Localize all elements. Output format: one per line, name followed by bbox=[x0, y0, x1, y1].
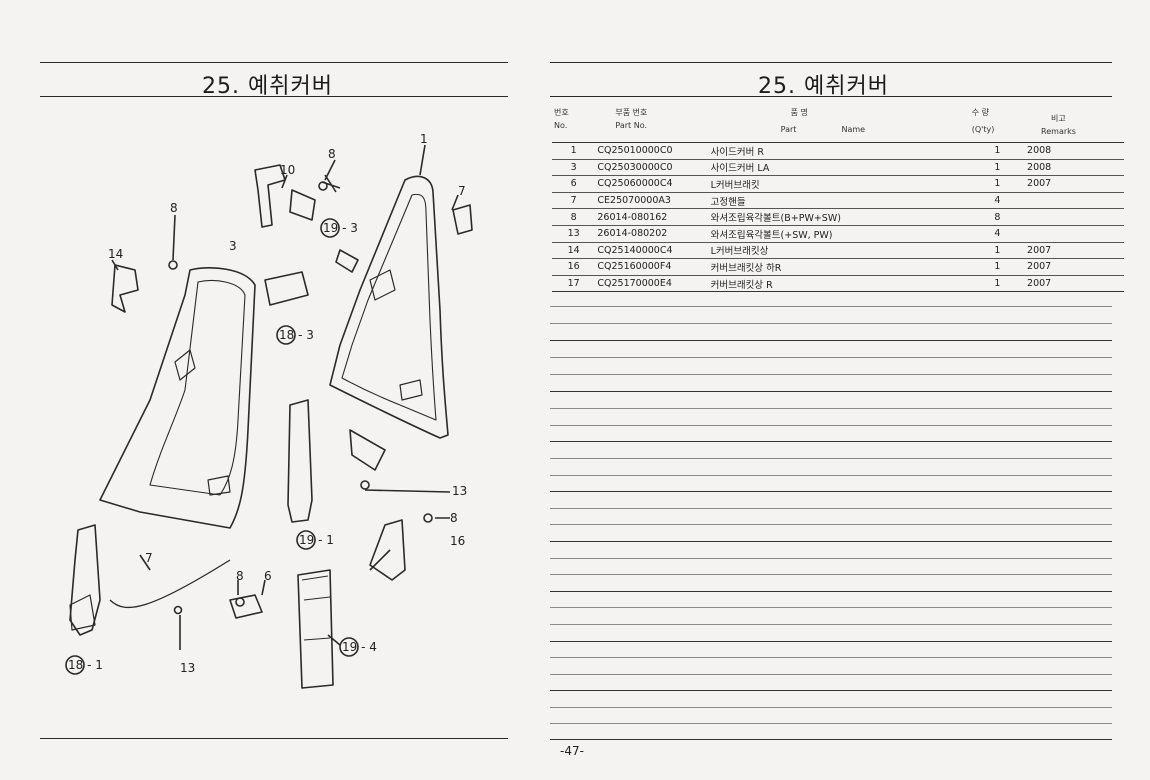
callout-6: 6 bbox=[264, 569, 272, 583]
callout-19-1: 19 - 1 bbox=[299, 533, 334, 547]
exploded-parts-diagram: 1 3 7 8 8 10 14 19 - 3 18 - 3 13 8 16 19… bbox=[40, 100, 510, 720]
header-remarks: 비고 Remarks bbox=[1025, 104, 1124, 143]
page-number: -47- bbox=[560, 744, 584, 758]
parts-table-header: 번호 No. 부품 번호 Part No. 품 명 Part Name 수 bbox=[552, 104, 1124, 143]
diagram-drawing: 1 3 7 8 8 10 14 19 - 3 18 - 3 13 8 16 19… bbox=[65, 132, 473, 689]
table-row: 16 CQ25160000F4 커버브래킷상 하R 1 2007 bbox=[552, 258, 1124, 276]
callout-8-left: 8 bbox=[170, 201, 178, 215]
header-qty: 수 량 (Q'ty) bbox=[969, 104, 1026, 143]
table-row: 8 26014-080162 와셔조립육각볼트(B+PW+SW) 8 bbox=[552, 208, 1124, 226]
table-row: 7 CE25070000A3 고정핸들 4 bbox=[552, 192, 1124, 210]
callout-13-lower: 13 bbox=[180, 661, 195, 675]
table-row: 17 CQ25170000E4 커버브래킷상 R 1 2007 bbox=[552, 275, 1124, 293]
bracket-18-1 bbox=[69, 524, 101, 636]
title-rule-top bbox=[40, 62, 508, 63]
header-no: 번호 No. bbox=[552, 104, 596, 143]
callout-8-lower: 8 bbox=[236, 569, 244, 583]
callout-7-upper: 7 bbox=[458, 184, 466, 198]
callout-10: 10 bbox=[280, 163, 295, 177]
right-page-title: 25. 예취커버 bbox=[758, 74, 889, 99]
post-19-4 bbox=[297, 569, 334, 689]
title-rule-top-right bbox=[550, 62, 1112, 63]
upper-bracket-left bbox=[254, 164, 286, 228]
callout-16: 16 bbox=[450, 534, 465, 548]
side-cover-right-panel bbox=[329, 175, 449, 439]
left-page: 25. 예취커버 bbox=[0, 0, 540, 780]
callout-19-4: 19 - 4 bbox=[342, 640, 377, 654]
callout-18-3: 18 - 3 bbox=[279, 328, 314, 342]
table-row: 6 CQ25060000C4 L커버브래킷 1 2007 bbox=[552, 175, 1124, 193]
bracket-16 bbox=[369, 519, 406, 581]
link-rod bbox=[109, 559, 231, 609]
bracket-6 bbox=[229, 594, 263, 619]
callout-13-right: 13 bbox=[452, 484, 467, 498]
header-part-name: 품 명 Part Name bbox=[708, 104, 970, 143]
callout-8-right: 8 bbox=[450, 511, 458, 525]
callout-18-1: 18 - 1 bbox=[68, 658, 103, 672]
bracket-18-3 bbox=[264, 271, 309, 306]
callout-3: 3 bbox=[229, 239, 237, 253]
table-row: 3 CQ25030000C0 사이드커버 LA 1 2008 bbox=[552, 159, 1124, 177]
bracket-19-1 bbox=[287, 399, 313, 523]
table-row: 13 26014-080202 와셔조립육각볼트(+SW, PW) 4 bbox=[552, 225, 1124, 243]
callout-7-lower: 7 bbox=[145, 551, 153, 565]
side-cover-left-panel bbox=[99, 267, 256, 529]
callout-1: 1 bbox=[420, 132, 428, 146]
upper-bracket-right bbox=[452, 204, 473, 235]
bottom-rule-left bbox=[40, 738, 508, 739]
table-row: 1 CQ25010000C0 사이드커버 R 1 2008 bbox=[552, 142, 1124, 160]
title-rule-bottom bbox=[40, 96, 508, 97]
left-page-title: 25. 예취커버 bbox=[202, 74, 333, 99]
right-page: 25. 예취커버 번호 No. 부품 번호 Part No. 품 명 Part bbox=[540, 0, 1150, 780]
title-rule-bottom-right bbox=[550, 96, 1112, 97]
parts-table: 번호 No. 부품 번호 Part No. 품 명 Part Name 수 bbox=[552, 104, 1124, 293]
table-row: 14 CQ25140000C4 L커버브래킷상 1 2007 bbox=[552, 242, 1124, 260]
callout-14: 14 bbox=[108, 247, 123, 261]
bracket-14 bbox=[111, 264, 139, 313]
callout-8-upper: 8 bbox=[328, 147, 336, 161]
callout-19-3: 19 - 3 bbox=[323, 221, 358, 235]
header-part-no: 부품 번호 Part No. bbox=[595, 104, 709, 143]
